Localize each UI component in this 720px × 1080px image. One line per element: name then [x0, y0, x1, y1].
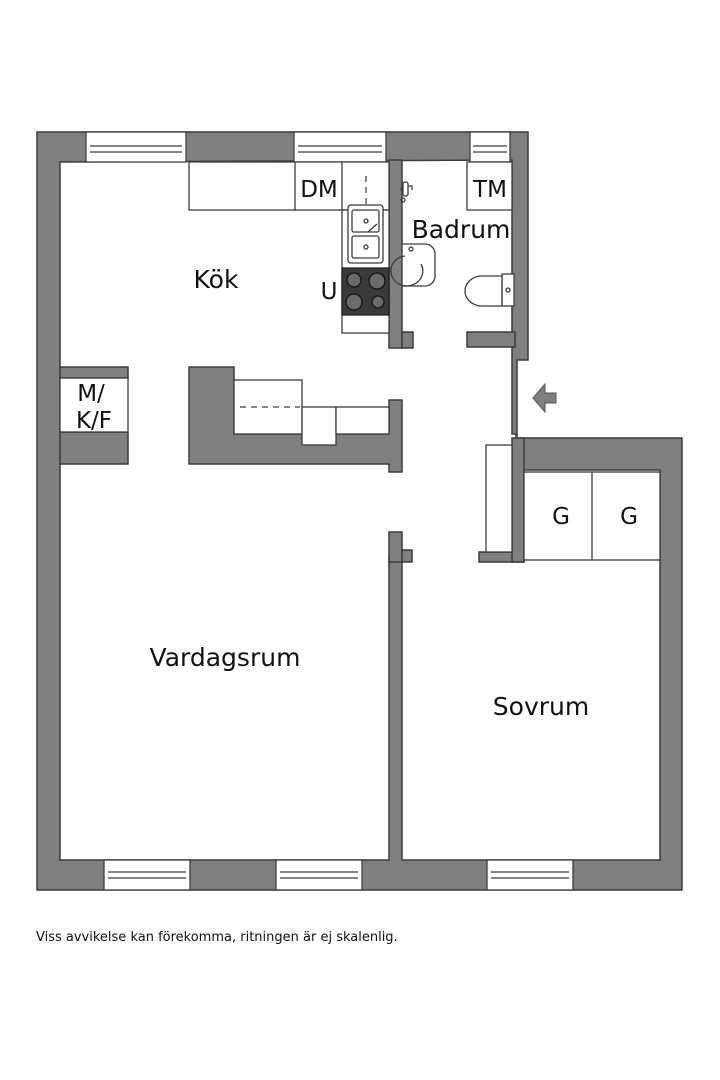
kitchen-bath-wall — [388, 159, 403, 349]
fridge-freezer — [59, 377, 129, 433]
window-kitchen-left — [85, 131, 187, 163]
fridge-niche-wall-top — [59, 366, 129, 379]
wardrobe-label-left: G — [552, 504, 570, 530]
washbasin-icon — [390, 243, 436, 287]
stove-icon — [341, 267, 390, 316]
washing-machine — [466, 161, 513, 211]
bathroom-fixtures — [390, 161, 515, 307]
living-wall-stub — [388, 531, 403, 563]
room-label-bathroom: Badrum — [412, 215, 511, 244]
window-living-right — [275, 859, 363, 891]
bath-wall-stub-left — [401, 331, 414, 349]
room-label-living: Vardagsrum — [150, 643, 301, 672]
dishwasher-label: DM — [300, 177, 338, 203]
bedroom-fixtures — [485, 444, 661, 561]
entrance-arrow-icon — [532, 382, 557, 414]
windows — [85, 131, 574, 891]
kitchen-fixtures — [59, 161, 390, 446]
window-living-left — [103, 859, 191, 891]
fridge-label-line2: K/F — [76, 408, 112, 434]
fridge-niche-wall-bottom — [59, 431, 129, 465]
bath-wall-stub-right — [466, 331, 516, 348]
toilet-icon — [464, 273, 515, 307]
window-kitchen-right — [293, 131, 387, 163]
window-bedroom — [486, 859, 574, 891]
outer-walls — [36, 131, 683, 891]
island-counter-mid — [301, 406, 337, 446]
room-label-bedroom: Sovrum — [493, 692, 589, 721]
tap-icon — [400, 181, 413, 203]
kitchen-sink-icon — [347, 204, 384, 264]
hall-closet — [485, 444, 513, 553]
kitchen-counter-top — [188, 161, 390, 211]
window-bathroom — [469, 131, 511, 163]
fridge-label-line1: M/ — [77, 381, 105, 407]
living-wall-stub-tip — [401, 549, 413, 563]
disclaimer-text: Viss avvikelse kan förekomma, ritningen … — [36, 930, 398, 945]
wardrobe-label-right: G — [620, 504, 638, 530]
washing-machine-label: TM — [472, 177, 507, 203]
oven-label: U — [321, 279, 338, 305]
room-label-kitchen: Kök — [194, 265, 239, 294]
bedroom-partition-wall — [511, 437, 525, 563]
island-counter-right — [335, 406, 390, 435]
